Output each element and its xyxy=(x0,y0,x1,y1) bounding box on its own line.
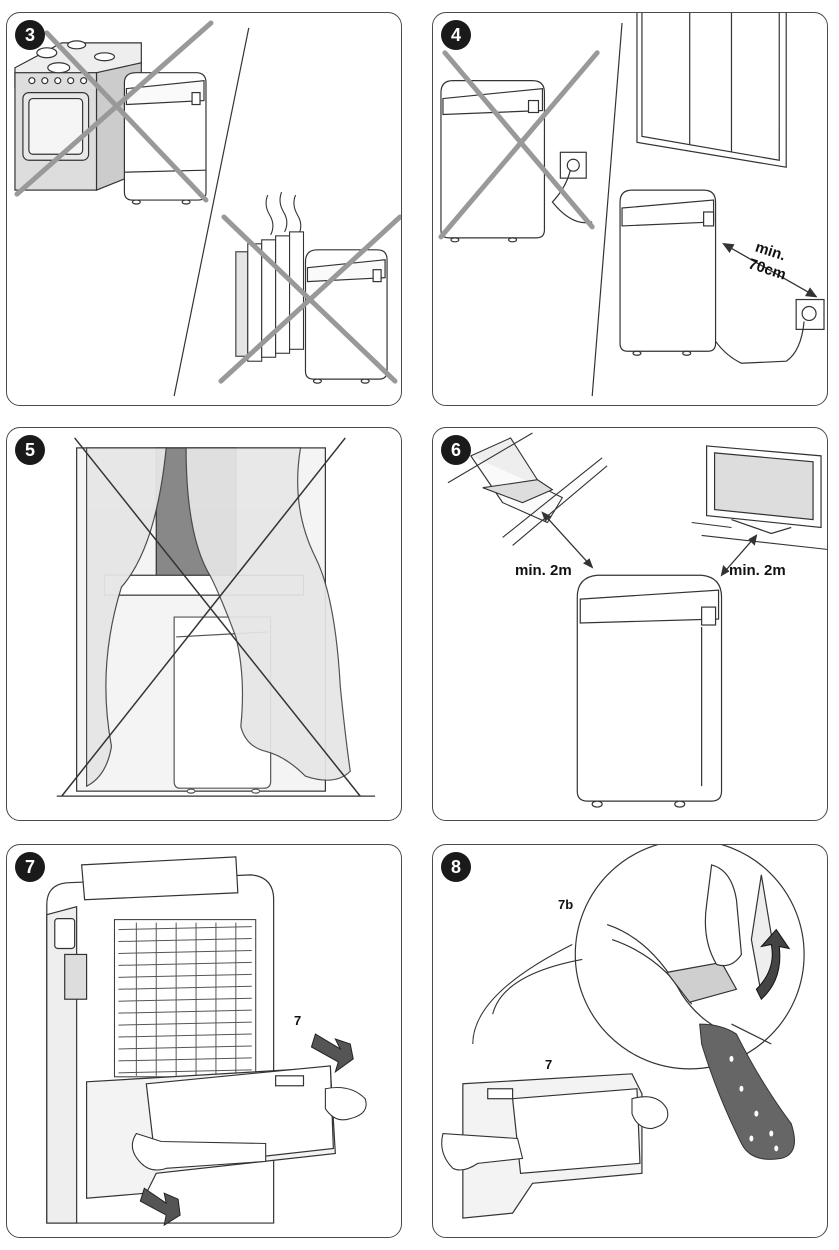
panel-3: 3 xyxy=(6,12,402,406)
step-badge-3: 3 xyxy=(15,20,45,50)
dehumidifier-top xyxy=(123,72,207,205)
air-grille xyxy=(113,919,257,1078)
distance-label-left: min. 2m xyxy=(515,562,572,579)
part-label-tank: 7 xyxy=(545,1057,553,1072)
water-tank xyxy=(462,1073,643,1219)
illustration-no-curtains xyxy=(56,437,376,797)
distance-arrows xyxy=(541,511,758,577)
part-label-detail: 7b xyxy=(558,897,574,912)
step-badge-7: 7 xyxy=(15,852,45,882)
dehumidifier-center xyxy=(576,574,723,808)
illustration-wall-distance xyxy=(438,13,825,397)
step-badge-6: 6 xyxy=(441,435,471,465)
distance-arrow xyxy=(722,243,818,298)
prohibited-cross xyxy=(438,50,600,240)
pull-arrows xyxy=(139,1033,354,1227)
distance-label-right: min. 2m xyxy=(729,562,786,579)
illustration-electronics-distance xyxy=(447,432,827,808)
panel-7: 7 xyxy=(6,844,402,1238)
dehumidifier-left xyxy=(440,80,593,243)
zoom-lines xyxy=(472,944,583,1044)
window-drawing xyxy=(636,13,787,168)
curtain-right xyxy=(185,447,351,781)
panel-6: 6 xyxy=(432,427,828,821)
wall-outlet xyxy=(715,298,825,364)
radiator-drawing xyxy=(235,191,305,362)
laptop-drawing xyxy=(469,437,564,524)
dehumidifier-right xyxy=(619,189,717,356)
prohibited-cross-2 xyxy=(218,214,401,384)
step-badge-5: 5 xyxy=(15,435,45,465)
step-badge-8: 8 xyxy=(441,852,471,882)
hands xyxy=(131,1086,367,1171)
detail-circle xyxy=(574,845,805,1070)
illustration-remove-tank xyxy=(46,856,367,1227)
prohibited-cross-1 xyxy=(14,20,214,203)
panel-5: 5 xyxy=(6,427,402,821)
illustration-empty-tank xyxy=(441,845,805,1219)
curtain-left xyxy=(86,447,167,788)
hands xyxy=(441,1096,669,1171)
part-label-tank: 7 xyxy=(294,1013,302,1028)
water-stream xyxy=(699,1023,795,1160)
illustration-keep-away-from-heat xyxy=(14,20,401,397)
panel-8: 8 xyxy=(432,844,828,1238)
rotate-arrow xyxy=(755,928,791,1001)
panel-4: 4 xyxy=(432,12,828,406)
tv-drawing xyxy=(706,445,822,535)
step-badge-4: 4 xyxy=(441,20,471,50)
prohibited-cross xyxy=(61,437,361,797)
